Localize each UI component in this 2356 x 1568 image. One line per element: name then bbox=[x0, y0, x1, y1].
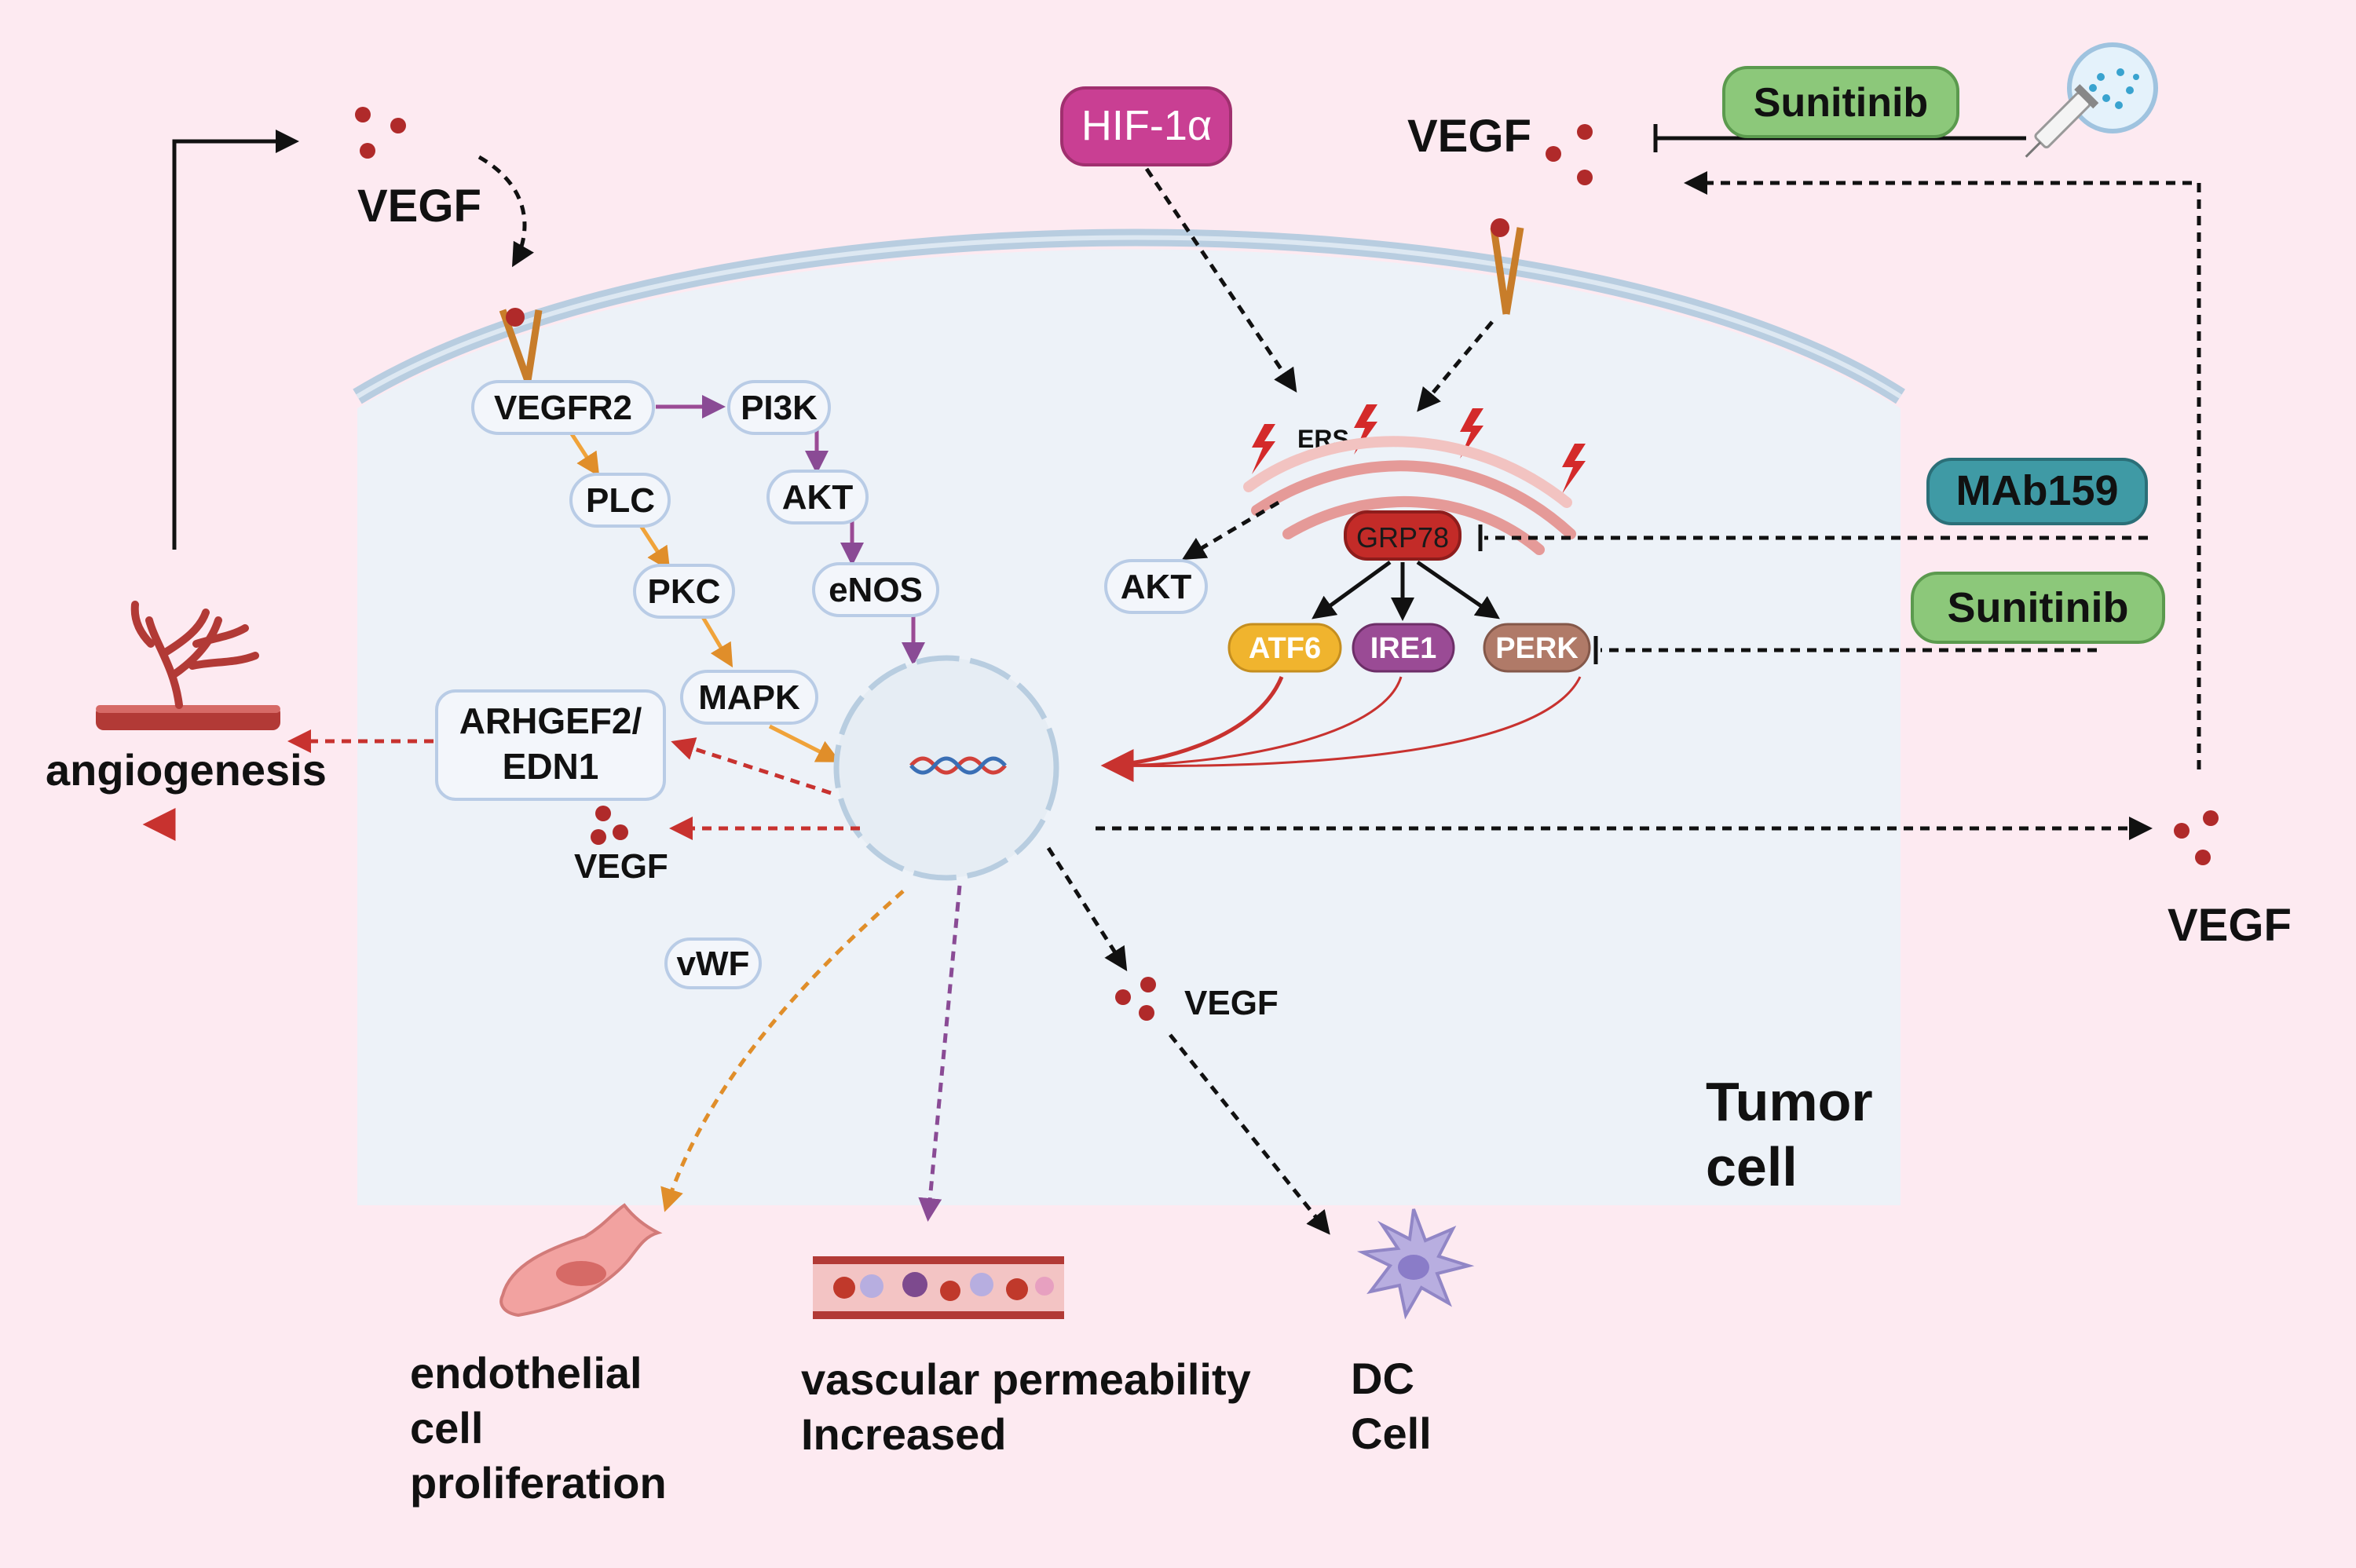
sunitinib-badge-mid bbox=[1911, 572, 2165, 644]
er-icon bbox=[1243, 436, 1576, 555]
perk-node bbox=[1483, 623, 1591, 673]
hif-to-ers-arrow bbox=[1144, 167, 1297, 393]
vegf-label-top-right: VEGF bbox=[1407, 111, 1531, 162]
vegf-dots bbox=[2174, 810, 2219, 865]
drug-vial-icon bbox=[2067, 42, 2158, 133]
perk-label: PERK bbox=[1495, 632, 1579, 665]
upr-to-nucleus-arrows bbox=[1100, 676, 1582, 782]
vascular-label-line2: Increased bbox=[801, 1409, 1007, 1459]
mapk-label: MAPK bbox=[698, 678, 800, 717]
vegf-label-right: VEGF bbox=[2168, 900, 2292, 951]
grp78-branch-arrows bbox=[1312, 560, 1500, 621]
receptor-to-ers-arrow bbox=[1417, 320, 1494, 412]
blood-vessel-icon bbox=[813, 1256, 1064, 1319]
vegf-dots bbox=[1546, 124, 1593, 185]
vegf-to-receptor-arrow bbox=[477, 155, 534, 268]
mab159-badge bbox=[1926, 458, 2148, 525]
vegf-label-inner-mid: VEGF bbox=[1184, 984, 1279, 1022]
receptor-icon bbox=[1490, 218, 1524, 315]
tumor-cell-label-line1: Tumor bbox=[1706, 1071, 1873, 1132]
sunitinib-badge-top bbox=[1722, 66, 1959, 138]
sunitinib-label-top: Sunitinib bbox=[1754, 80, 1928, 126]
plc-node bbox=[569, 473, 671, 528]
pkc-label: PKC bbox=[648, 572, 721, 611]
endothelial-cell-icon bbox=[499, 1203, 663, 1318]
hif-label: HIF-1α bbox=[1081, 102, 1212, 149]
pkc-node bbox=[633, 564, 735, 619]
dc-cell-icon bbox=[1356, 1208, 1475, 1320]
nucleus-to-vascular-arrow bbox=[918, 885, 962, 1222]
endothelial-label-line1: endothelial bbox=[410, 1348, 642, 1398]
plc-label: PLC bbox=[586, 481, 655, 520]
sunitinib-label-mid: Sunitinib bbox=[1948, 584, 2129, 631]
nucleus-to-endothelial-arrow bbox=[660, 890, 905, 1212]
vegf-label-top-left: VEGF bbox=[357, 181, 481, 232]
enos-node bbox=[812, 562, 939, 617]
vegf-dots bbox=[355, 107, 406, 159]
nucleus-to-arhgef2-arrow bbox=[671, 737, 832, 795]
endothelial-label-line3: proliferation bbox=[410, 1458, 667, 1508]
mapk-node bbox=[680, 670, 818, 725]
vegf-feedback-arrow-right bbox=[1684, 171, 2201, 769]
vegf-dots bbox=[1115, 977, 1156, 1021]
vwf-label: vWF bbox=[677, 945, 750, 983]
atf6-node bbox=[1227, 623, 1342, 673]
enos-label: eNOS bbox=[829, 571, 923, 609]
syringe-icon bbox=[2025, 84, 2099, 158]
grp78-node bbox=[1344, 510, 1462, 561]
akt-label-left: AKT bbox=[782, 478, 854, 517]
hif-badge bbox=[1060, 86, 1232, 166]
arhgef2-label-line1: ARHGEF2/ bbox=[459, 700, 642, 741]
pi3k-node bbox=[727, 380, 831, 435]
endothelial-label-line2: cell bbox=[410, 1403, 483, 1453]
arhgef2-node bbox=[435, 689, 666, 801]
blood-vessel-icon bbox=[96, 601, 280, 730]
receptor-icon bbox=[499, 308, 543, 382]
feedback-arrow-left bbox=[172, 130, 299, 550]
vwf-node bbox=[664, 938, 762, 989]
nucleus-to-vegf-secretion-arrow bbox=[1046, 846, 1128, 972]
akt-node-left bbox=[766, 470, 869, 524]
dc-label-line1: DC bbox=[1351, 1354, 1414, 1403]
vascular-label-line1: vascular permeability bbox=[801, 1354, 1251, 1404]
vegf-to-dc-arrow bbox=[1169, 1033, 1330, 1235]
dna-icon bbox=[909, 756, 1007, 775]
arhgef2-label-line2: EDN1 bbox=[503, 746, 599, 787]
angiogenesis-label: angiogenesis bbox=[46, 745, 327, 795]
grp78-to-akt-arrow bbox=[1181, 500, 1280, 561]
ire1-node bbox=[1352, 623, 1455, 673]
akt-node-right bbox=[1104, 559, 1208, 614]
akt-label-right: AKT bbox=[1121, 568, 1192, 606]
atf6-label: ATF6 bbox=[1249, 632, 1321, 665]
ire1-label: IRE1 bbox=[1370, 632, 1436, 665]
vegfr2-node bbox=[471, 380, 655, 435]
grp78-label: GRP78 bbox=[1356, 521, 1449, 554]
tumor-cell-label-line2: cell bbox=[1706, 1136, 1798, 1197]
nucleus-icon bbox=[833, 655, 1059, 881]
pathway-arrows bbox=[567, 395, 925, 762]
pi3k-label: PI3K bbox=[741, 389, 818, 427]
dc-label-line2: Cell bbox=[1351, 1409, 1432, 1458]
mab159-label: MAb159 bbox=[1955, 467, 2118, 514]
vegfr2-label: VEGFR2 bbox=[494, 389, 632, 427]
cell-membrane-inner bbox=[356, 235, 1902, 399]
vegf-dots bbox=[591, 806, 628, 845]
vegf-label-inner-left: VEGF bbox=[574, 847, 668, 886]
